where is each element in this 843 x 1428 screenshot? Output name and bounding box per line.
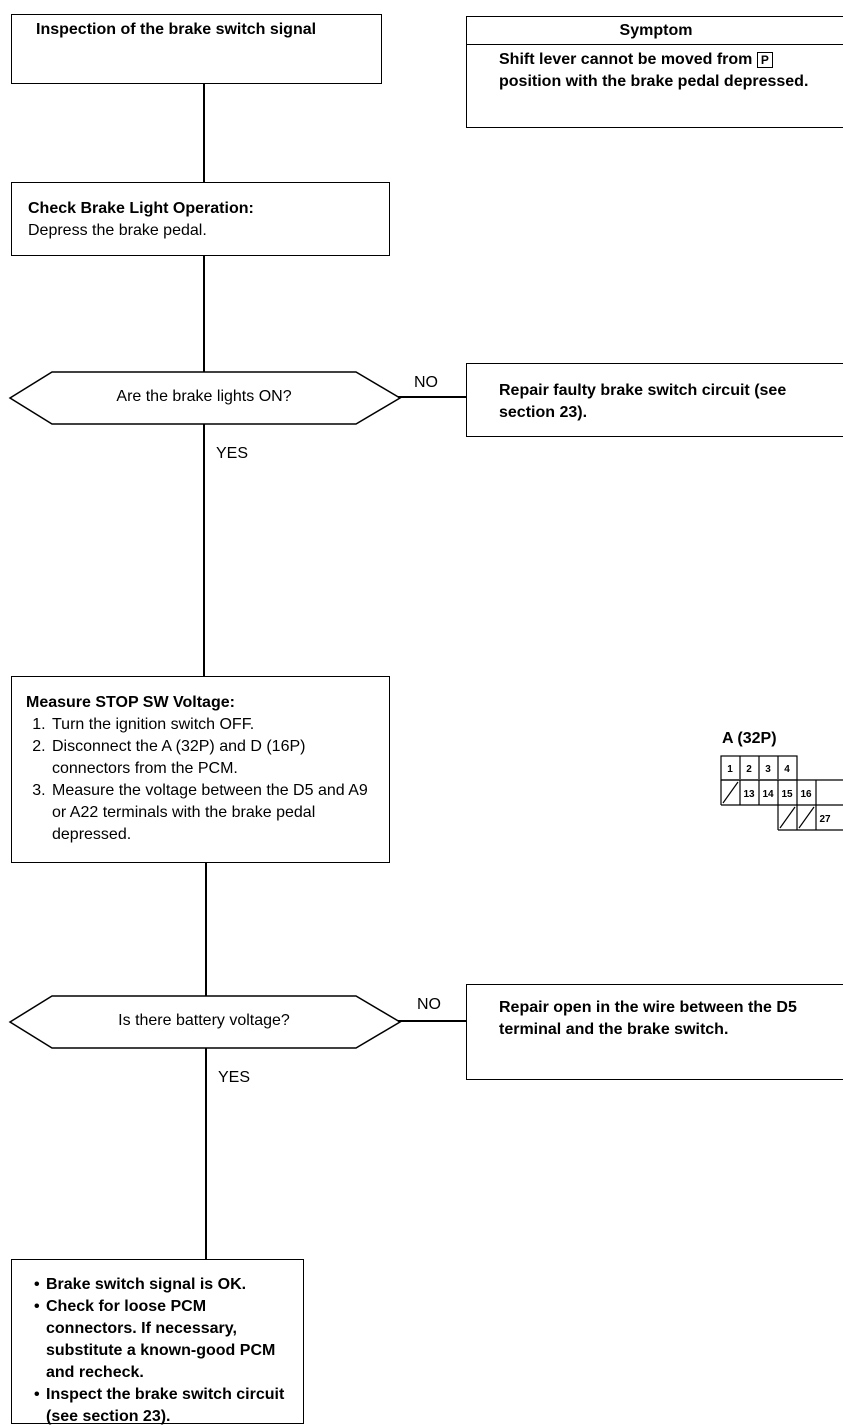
start-box: Inspection of the brake switch signal xyxy=(11,14,382,84)
pin-3: 3 xyxy=(765,764,771,775)
pin-27: 27 xyxy=(819,814,831,825)
pin-2: 2 xyxy=(746,764,752,775)
decision-1-no-line xyxy=(398,396,466,398)
check-brake-light-box: Check Brake Light Operation: Depress the… xyxy=(11,182,390,256)
final-box: Brake switch signal is OK. Check for loo… xyxy=(11,1259,304,1425)
final-item-3: Inspect the brake switch circuit (see se… xyxy=(34,1384,295,1428)
decision-2-no-label: NO xyxy=(417,996,441,1013)
connector-line-2 xyxy=(203,255,205,373)
measure-steps: Turn the ignition switch OFF. Disconnect… xyxy=(26,714,375,846)
measure-step-1: Turn the ignition switch OFF. xyxy=(50,714,375,736)
decision-1-yes-label: YES xyxy=(216,445,249,462)
pin-13: 13 xyxy=(743,789,755,800)
final-item-1: Brake switch signal is OK. xyxy=(34,1274,295,1296)
measure-title: Measure STOP SW Voltage: xyxy=(26,694,235,711)
pin-4: 4 xyxy=(784,764,790,775)
measure-box: Measure STOP SW Voltage: Turn the igniti… xyxy=(11,676,390,863)
check-brake-light-text: Depress the brake pedal. xyxy=(28,222,207,239)
connector-line-3 xyxy=(203,423,205,677)
pin-15: 15 xyxy=(781,789,793,800)
connector-title: A (32P) xyxy=(722,730,777,747)
decision-1-shape xyxy=(8,371,402,425)
check-brake-light-title: Check Brake Light Operation xyxy=(28,200,249,217)
decision-1-no-label: NO xyxy=(414,374,438,391)
symptom-header: Symptom xyxy=(467,17,843,45)
connector-diagram: 1 2 3 4 13 14 15 16 27 xyxy=(720,755,843,831)
repair-1-text: Repair faulty brake switch circuit (see … xyxy=(499,382,787,421)
connector-line-4 xyxy=(205,863,207,997)
pin-14: 14 xyxy=(762,789,774,800)
measure-step-2: Disconnect the A (32P) and D (16P) conne… xyxy=(50,736,375,780)
connector-line-5 xyxy=(205,1048,207,1260)
repair-2-box: Repair open in the wire between the D5 t… xyxy=(466,984,843,1080)
final-item-2: Check for loose PCM connectors. If neces… xyxy=(34,1296,295,1384)
decision-2-shape xyxy=(8,995,402,1049)
measure-step-3: Measure the voltage between the D5 and A… xyxy=(50,780,375,846)
connector-line-1 xyxy=(203,84,205,182)
symptom-text: Shift lever cannot be moved from P posit… xyxy=(499,51,809,90)
p-position-icon: P xyxy=(756,52,773,68)
decision-2-text: Is there battery voltage? xyxy=(118,1012,290,1029)
repair-1-box: Repair faulty brake switch circuit (see … xyxy=(466,363,843,437)
decision-2-no-line xyxy=(398,1020,466,1022)
decision-2-yes-label: YES xyxy=(218,1069,251,1086)
pin-16: 16 xyxy=(800,789,812,800)
pin-1: 1 xyxy=(727,764,733,775)
repair-2-text: Repair open in the wire between the D5 t… xyxy=(499,999,797,1038)
final-list: Brake switch signal is OK. Check for loo… xyxy=(34,1274,295,1428)
decision-1-text: Are the brake lights ON? xyxy=(116,388,292,405)
start-box-text: Inspection of the brake switch signal xyxy=(36,21,317,38)
symptom-box: Symptom Shift lever cannot be moved from… xyxy=(466,16,843,128)
